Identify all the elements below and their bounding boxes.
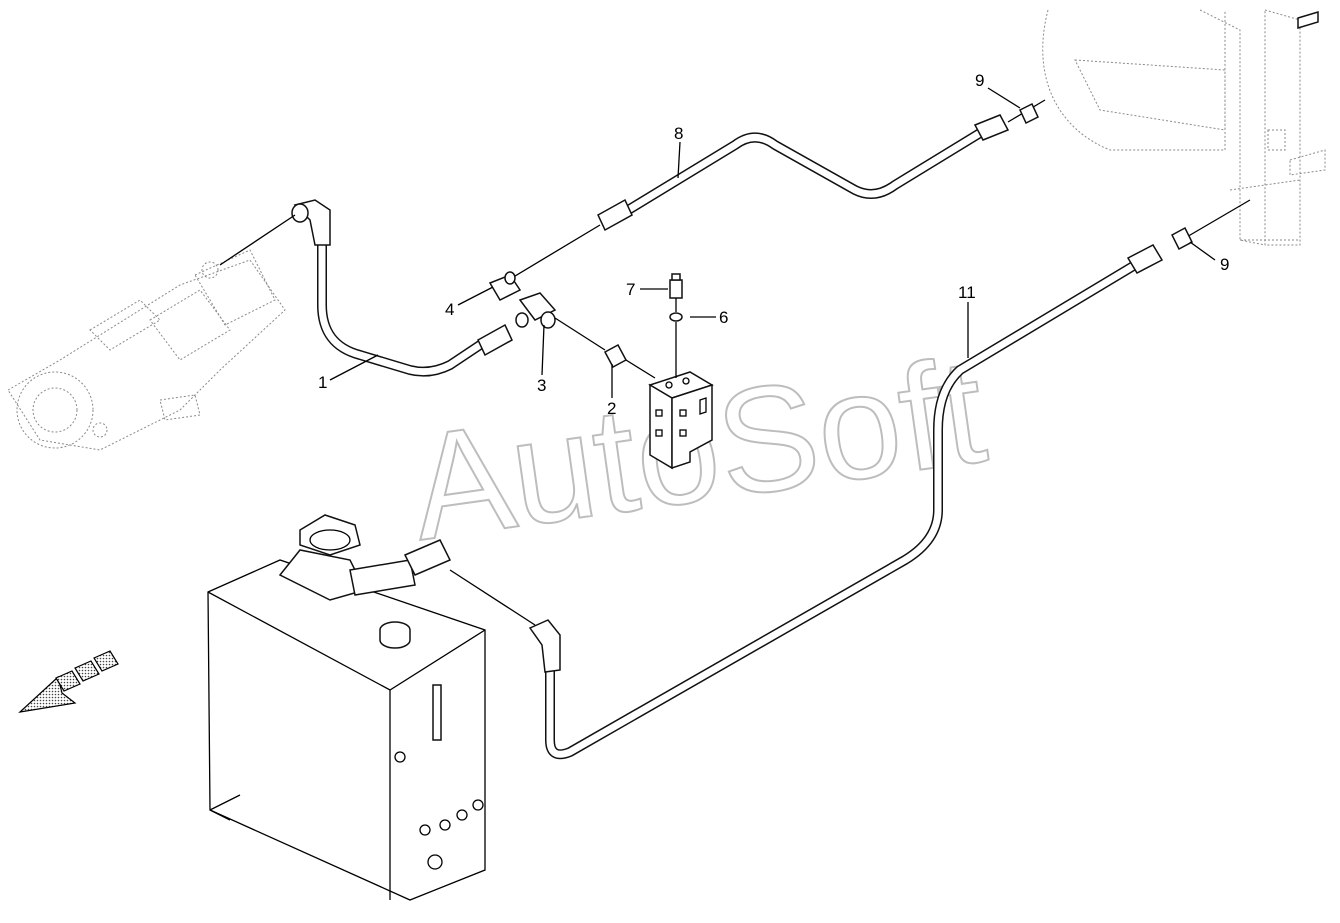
- hydraulic-pump: [7, 249, 286, 451]
- callout-2: 2: [607, 399, 616, 418]
- callout-1: 1: [318, 373, 327, 392]
- fitting-4-to-hose-8-line: [499, 224, 601, 286]
- o-ring-6: [669, 312, 683, 322]
- direction-arrow-icon: [18, 650, 119, 713]
- hose-11: [528, 244, 1164, 760]
- fitting-2-to-valve-line: [625, 359, 656, 379]
- fitting-9-lower: [1171, 226, 1193, 251]
- fitting-3: [515, 292, 557, 329]
- callout-3: 3: [537, 376, 546, 395]
- fitting-4: [488, 271, 522, 301]
- callout-9-lower: 9: [1220, 255, 1229, 274]
- fitting-7: [669, 273, 683, 299]
- callout-4: 4: [445, 300, 454, 319]
- fitting-9-upper: [1019, 102, 1039, 125]
- hose-1: [291, 199, 513, 377]
- callout-6: 6: [719, 308, 728, 327]
- pump-to-hose-1-line: [219, 214, 296, 266]
- callout-11: 11: [958, 283, 976, 302]
- valve-block: [648, 371, 714, 470]
- fitting-2: [603, 343, 628, 369]
- hose-8: [597, 114, 1010, 232]
- callout-7: 7: [626, 280, 635, 299]
- tank-to-hose-11-line: [449, 569, 536, 626]
- hose-11-to-radiator-line: [1184, 199, 1251, 239]
- radiator-assembly: [1042, 9, 1326, 246]
- leader-lines: [329, 87, 1216, 398]
- hydraulic-tank: [207, 514, 486, 901]
- callout-8: 8: [674, 124, 683, 143]
- fitting-3-to-fitting-2-line: [554, 317, 606, 351]
- callout-9-upper: 9: [975, 71, 984, 90]
